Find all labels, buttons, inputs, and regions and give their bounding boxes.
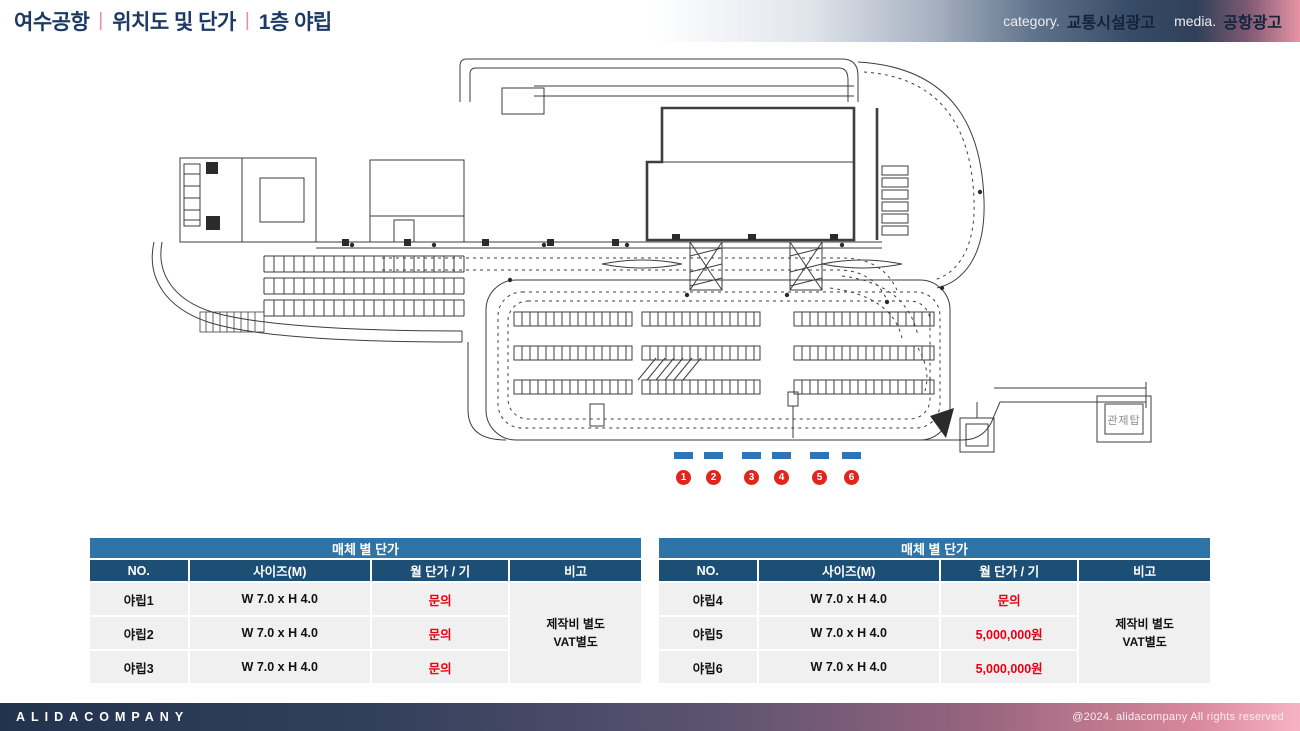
cell-price: 문의 — [939, 581, 1080, 617]
col-header-size: 사이즈(M) — [756, 558, 942, 583]
col-header-note: 비고 — [508, 558, 643, 583]
cell-no: 야립2 — [88, 615, 190, 651]
marker-number-badge: 5 — [812, 470, 827, 485]
price-tables: 매체 별 단가 NO. 사이즈(M) 월 단가 / 기 비고 야립1 W 7.0… — [88, 536, 1212, 685]
table-title-row: 매체 별 단가 — [88, 536, 643, 560]
billboard-bar-icon — [674, 452, 693, 459]
title-airport: 여수공항 — [14, 11, 90, 34]
cell-price: 5,000,000원 — [939, 615, 1080, 651]
title-section: 위치도 및 단가 — [112, 11, 236, 34]
title-separator: | — [98, 10, 104, 31]
col-header-no: NO. — [657, 558, 759, 583]
cell-note: 제작비 별도 VAT별도 — [508, 581, 643, 685]
table-row: 야립4 W 7.0 x H 4.0 문의 제작비 별도 VAT별도 — [657, 581, 1212, 685]
cell-size: W 7.0 x H 4.0 — [756, 615, 942, 651]
billboard-bar-icon — [810, 452, 829, 459]
cell-size: W 7.0 x H 4.0 — [756, 581, 942, 617]
page-title: 여수공항 | 위치도 및 단가 | 1층 야립 — [14, 6, 332, 36]
category-value: 교통시설광고 — [1066, 15, 1156, 32]
col-header-price: 월 단가 / 기 — [939, 558, 1080, 583]
marker-number-badge: 2 — [706, 470, 721, 485]
cell-no: 야립4 — [657, 581, 759, 617]
col-header-note: 비고 — [1077, 558, 1212, 583]
control-tower-label: 관제탑 — [1107, 414, 1140, 427]
category-label: category. — [1003, 13, 1060, 29]
cell-price: 문의 — [370, 581, 511, 617]
col-header-price: 월 단가 / 기 — [370, 558, 511, 583]
cell-no: 야립6 — [657, 649, 759, 685]
cell-price: 문의 — [370, 615, 511, 651]
table-row: 야립6 W 7.0 x H 4.0 5,000,000원 — [657, 649, 1211, 685]
map-marker-6: 6 — [842, 452, 861, 485]
cell-size: W 7.0 x H 4.0 — [756, 649, 942, 685]
table-row: 야립1 W 7.0 x H 4.0 문의 제작비 별도 VAT별도 — [88, 581, 643, 685]
table-title-row: 매체 별 단가 — [657, 536, 1212, 560]
col-header-size: 사이즈(M) — [187, 558, 373, 583]
map-marker-2: 2 — [704, 452, 723, 485]
marker-number-badge: 3 — [744, 470, 759, 485]
cell-price: 문의 — [370, 649, 511, 685]
billboard-bar-icon — [842, 452, 861, 459]
header-meta: category. 교통시설광고 media. 공항광고 — [1003, 9, 1282, 33]
cell-no: 야립3 — [88, 649, 190, 685]
billboard-bar-icon — [704, 452, 723, 459]
floor-plan: 관제탑 1 2 3 4 5 6 — [142, 50, 1154, 520]
map-marker-5: 5 — [810, 452, 829, 485]
table-title: 매체 별 단가 — [657, 536, 1212, 560]
cell-size: W 7.0 x H 4.0 — [187, 581, 373, 617]
media-value: 공항광고 — [1223, 15, 1282, 32]
marker-number-badge: 1 — [676, 470, 691, 485]
cell-price: 5,000,000원 — [939, 649, 1080, 685]
floor-plan-svg: 관제탑 — [151, 58, 1152, 453]
table-row: 야립2 W 7.0 x H 4.0 문의 — [88, 615, 642, 651]
cell-no: 야립1 — [88, 581, 190, 617]
col-header-no: NO. — [88, 558, 190, 583]
header-bar: 여수공항 | 위치도 및 단가 | 1층 야립 category. 교통시설광고… — [0, 0, 1300, 42]
cell-no: 야립5 — [657, 615, 759, 651]
marker-number-badge: 4 — [774, 470, 789, 485]
company-logo-text: ALIDACOMPANY — [16, 710, 190, 724]
marker-number-badge: 6 — [844, 470, 859, 485]
map-marker-4: 4 — [772, 452, 791, 485]
footer-bar: ALIDACOMPANY @2024. alidacompany All rig… — [0, 703, 1300, 731]
billboard-bar-icon — [742, 452, 761, 459]
billboard-bar-icon — [772, 452, 791, 459]
price-table-left: 매체 별 단가 NO. 사이즈(M) 월 단가 / 기 비고 야립1 W 7.0… — [88, 536, 643, 685]
cell-size: W 7.0 x H 4.0 — [187, 649, 373, 685]
copyright-text: @2024. alidacompany All rights reserved — [1072, 711, 1284, 723]
map-marker-3: 3 — [742, 452, 761, 485]
title-floor: 1층 야립 — [258, 11, 332, 34]
cell-note: 제작비 별도 VAT별도 — [1077, 581, 1212, 685]
table-row: 야립3 W 7.0 x H 4.0 문의 — [88, 649, 642, 685]
table-title: 매체 별 단가 — [88, 536, 643, 560]
map-marker-1: 1 — [674, 452, 693, 485]
table-row: 야립5 W 7.0 x H 4.0 5,000,000원 — [657, 615, 1211, 651]
table-header-row: NO. 사이즈(M) 월 단가 / 기 비고 — [657, 558, 1212, 583]
cell-size: W 7.0 x H 4.0 — [187, 615, 373, 651]
price-table-right: 매체 별 단가 NO. 사이즈(M) 월 단가 / 기 비고 야립4 W 7.0… — [657, 536, 1212, 685]
title-separator: | — [244, 10, 250, 31]
table-header-row: NO. 사이즈(M) 월 단가 / 기 비고 — [88, 558, 643, 583]
media-label: media. — [1174, 13, 1217, 29]
